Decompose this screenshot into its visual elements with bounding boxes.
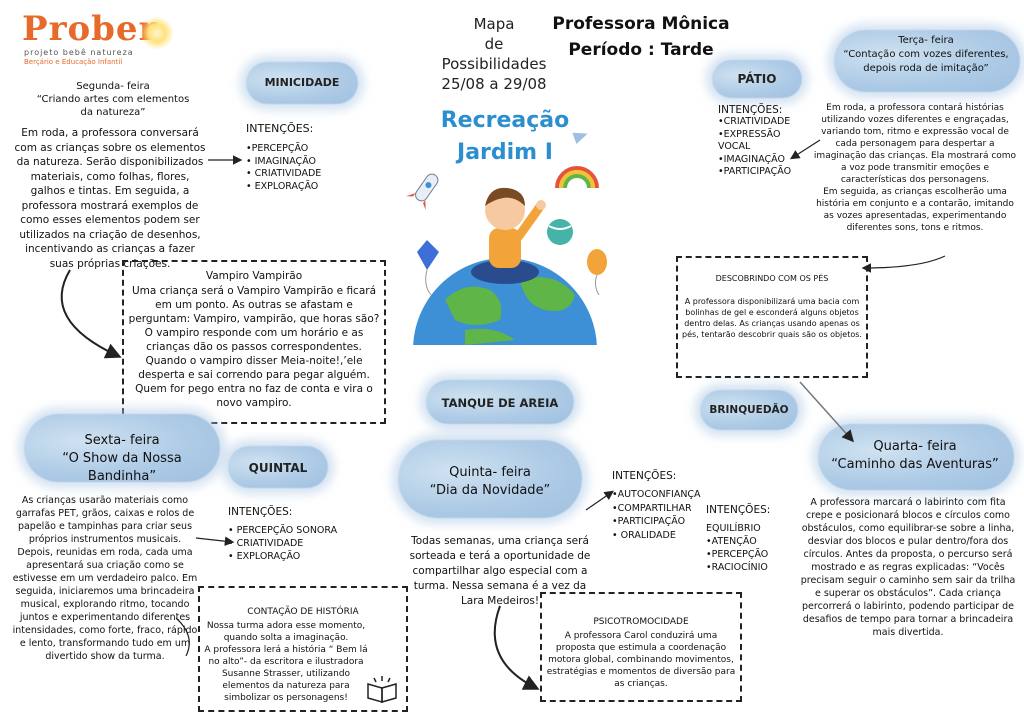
- logo-tagline-2: Berçário e Educação Infantil: [24, 58, 123, 66]
- intentions-title: INTENÇÕES:: [718, 104, 783, 116]
- intention-item: •AUTOCONFIANÇA: [612, 489, 701, 500]
- vampire-title: Vampiro Vampirão: [205, 270, 303, 282]
- intention-item: •COMPARTILHAR: [612, 502, 692, 514]
- intention-item: • IMAGINAÇÃO: [246, 155, 316, 167]
- intention-item: • ORALIDADE: [612, 529, 676, 541]
- tuesday-title: Terça- feira “Contação com vozes diferen…: [843, 35, 1009, 74]
- wednesday-body: A professora marcará o labirinto com fit…: [800, 497, 1016, 638]
- cloud-tanque-de-areia: [426, 380, 574, 424]
- open-book-icon: [367, 676, 397, 703]
- tuesday-body: Em roda, a professora contará histórias …: [813, 103, 1017, 233]
- friday-body: As crianças usarão materiais como garraf…: [12, 495, 198, 662]
- cloud-minicidade: [246, 62, 358, 104]
- child-on-globe-illustration: [405, 166, 607, 345]
- feet-title: DESCOBRINDO COM OS PÉS: [715, 274, 829, 283]
- location-tanque-de-areia: TANQUE DE AREIA: [441, 396, 559, 410]
- arrow-thursday-psycho: [493, 605, 540, 690]
- thursday-intentions: INTENÇÕES: •AUTOCONFIANÇA •COMPARTILHAR …: [612, 470, 712, 542]
- vampire-body: Uma criança será o Vampiro Vampirão e fi…: [128, 285, 380, 409]
- intention-item: •IMAGINAÇÃO: [718, 153, 785, 165]
- location-quintal: QUINTAL: [248, 461, 308, 475]
- wednesday-intentions: INTENÇÕES: EQUILÍBRIO •ATENÇÃO •PERCEPÇÃ…: [706, 504, 796, 574]
- intention-item: • EXPLORAÇÃO: [228, 551, 301, 562]
- intention-item: •EXPRESSÃO: [718, 128, 781, 140]
- activity-title: Recreação: [440, 108, 570, 133]
- arrow-friday-intentions: [195, 536, 235, 546]
- monday-body: Em roda, a professora conversará com as …: [14, 127, 206, 270]
- cloud-tuesday-title: [834, 30, 1020, 92]
- thursday-title: Quinta- feira “Dia da Novidade”: [429, 465, 551, 498]
- intentions-title: INTENÇÕES:: [706, 504, 771, 516]
- location-brinquedao: BRINQUEDÃO: [709, 404, 789, 416]
- psychomotor-title: PSICOTROMOCIDADE: [593, 617, 689, 627]
- class-title: Jardim I: [457, 140, 553, 165]
- psychomotor-body: A professora Carol conduzirá uma propost…: [546, 631, 736, 689]
- monday-intentions: INTENÇÕES: •PERCEPÇÃO • IMAGINAÇÃO • CRI…: [246, 122, 366, 193]
- cloud-friday-title: [24, 414, 220, 482]
- period: Período : Tarde: [568, 40, 714, 60]
- friday-intentions: INTENÇÕES: • PERCEPÇÃO SONORA • CRIATIVI…: [228, 506, 358, 563]
- vampire-game-box: [122, 260, 386, 424]
- intention-item: •PARTICIPAÇÃO: [718, 166, 792, 177]
- logo-text: Prober: [22, 9, 158, 49]
- intention-item: • CRIATIVIDADE: [228, 538, 304, 549]
- thursday-body: Todas semanas, uma criança será sorteada…: [409, 535, 591, 607]
- logo-tagline: projeto bebê natureza: [24, 48, 134, 57]
- intention-item: •PERCEPÇÃO: [706, 549, 769, 560]
- psychomotor-box: [540, 592, 742, 702]
- sun-flare-icon: [140, 16, 174, 50]
- tuesday-intentions: INTENÇÕES: •CRIATIVIDADE •EXPRESSÃO VOCA…: [718, 104, 818, 179]
- cloud-brinquedao: [700, 390, 798, 430]
- intentions-title: INTENÇÕES:: [246, 122, 314, 135]
- storytelling-box: [198, 586, 408, 712]
- cloud-patio: [712, 60, 802, 98]
- arrow-monday-vampire: [60, 269, 122, 359]
- intention-item: •ATENÇÃO: [706, 536, 757, 547]
- map-title: Mapa de Possibilidades 25/08 a 29/08: [441, 15, 547, 93]
- intention-item: • EXPLORAÇÃO: [246, 180, 319, 192]
- logo: Prober projeto bebê natureza Berçário e …: [22, 9, 174, 70]
- arrow-thursday-intentions: [585, 490, 614, 511]
- location-patio: PÁTIO: [737, 72, 777, 86]
- intention-item: •PARTICIPAÇÃO: [612, 516, 686, 527]
- friday-title: Sexta- feira “O Show da Nossa Bandinha”: [62, 433, 182, 484]
- cloud-thursday-title: [398, 440, 582, 518]
- arrow-tuesday-feet: [861, 255, 946, 273]
- intentions-title: INTENÇÕES:: [612, 470, 677, 482]
- intention-item: • PERCEPÇÃO SONORA: [228, 525, 338, 536]
- teacher-name: Professora Mônica: [552, 14, 730, 34]
- story-title: CONTAÇÃO DE HISTÓRIA: [247, 607, 359, 617]
- cloud-quintal: [228, 446, 328, 488]
- story-body: Nossa turma adora esse momento, quando s…: [204, 621, 368, 703]
- feet-body: A professora disponibilizará uma bacia c…: [682, 297, 862, 339]
- intentions-title: INTENÇÕES:: [228, 506, 293, 518]
- intention-item: VOCAL: [718, 141, 751, 152]
- feet-activity-box: [676, 256, 868, 378]
- intention-item: •PERCEPÇÃO: [246, 143, 309, 154]
- intention-item: •CRIATIVIDADE: [718, 116, 791, 127]
- location-minicidade: MINICIDADE: [264, 76, 340, 89]
- intention-item: EQUILÍBRIO: [706, 523, 761, 534]
- intention-item: • CRIATIVIDADE: [246, 168, 322, 179]
- monday-title: Segunda- feira “Criando artes com elemen…: [36, 81, 190, 118]
- intention-item: •RACIOCÍNIO: [706, 562, 768, 573]
- wednesday-title: Quarta- feira “Caminho das Aventuras”: [831, 439, 999, 472]
